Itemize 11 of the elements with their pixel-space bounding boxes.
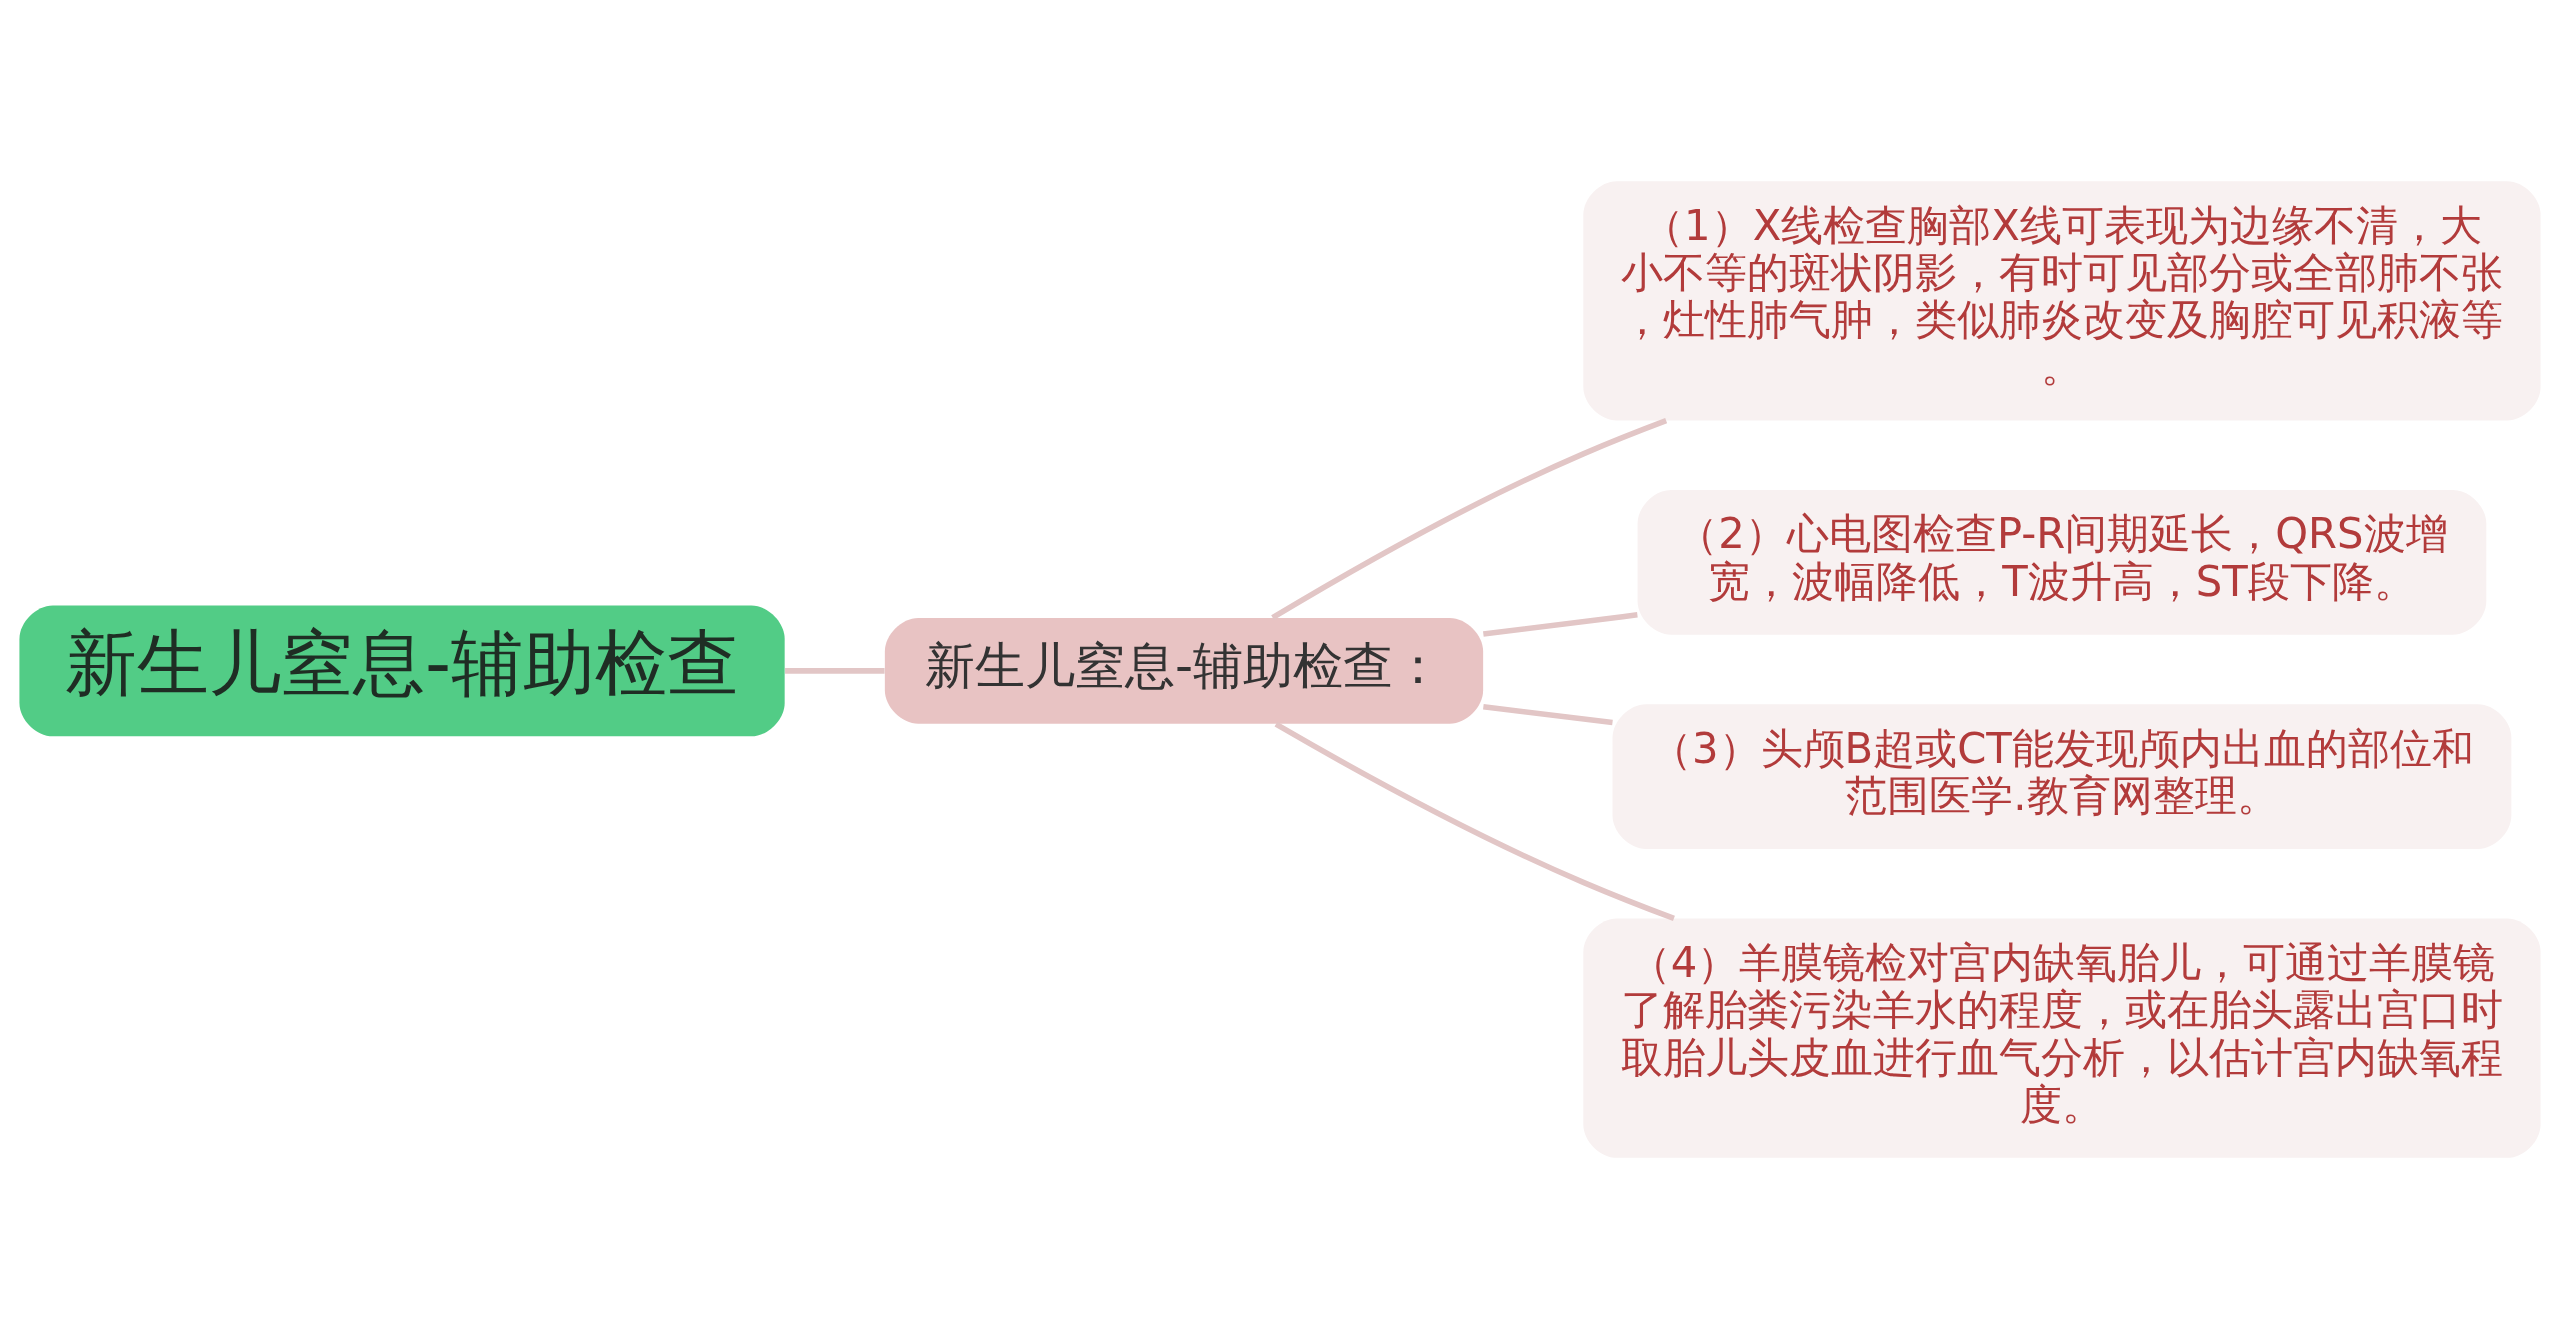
node-box: （4）羊膜镜检对宫内缺氧胎儿，可通过羊膜镜了解胎粪污染羊水的程度，或在胎头露出宫口时取胎儿头皮血进行血气分析，以估计宫内缺氧程度。 [1583,918,2541,1158]
connector [785,667,885,674]
node-box: （2）心电图检查P-R间期延长，QRS波增宽，波幅降低，T波升高，ST段下降。 [1637,489,2487,635]
node-box: （1）X线检查胸部X线可表现为边缘不清，大小不等的斑状阴影，有时可见部分或全部肺不张，灶性肺气肿，类似肺炎改变及胸腔可见积液等。 [1583,180,2541,420]
connector [1483,703,1613,725]
node-box: （3）头颅B超或CT能发现颅内出血的部位和范围医学.教育网整理。 [1612,703,2512,849]
connector [1271,417,1668,620]
node-box: 新生儿窒息-辅助检查 [19,605,785,736]
connector [1274,721,1675,921]
connector [1483,611,1638,637]
node-box: 新生儿窒息-辅助检查： [884,617,1484,724]
